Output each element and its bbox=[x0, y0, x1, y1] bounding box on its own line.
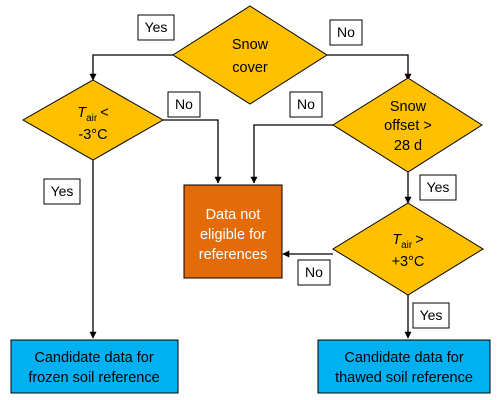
node-text: Tair< bbox=[77, 105, 108, 124]
tair-symbol: T bbox=[392, 232, 402, 248]
svg-text:Yes: Yes bbox=[51, 183, 74, 199]
node-text: cover bbox=[232, 60, 268, 76]
edge-snow-cover-to-snow-offset bbox=[327, 54, 412, 81]
node-text: Candidate data for bbox=[344, 350, 463, 366]
label-tair-high-no: No bbox=[297, 259, 331, 286]
decision-tair-above: Tair> +3°C bbox=[332, 202, 484, 296]
node-text: eligible for bbox=[200, 227, 266, 243]
decision-tair-below: Tair< -3°C bbox=[21, 79, 165, 161]
edge-labels: Yes No No No Yes Yes No Yes bbox=[43, 14, 457, 329]
tair-symbol: T bbox=[77, 105, 87, 121]
connectors bbox=[89, 54, 412, 339]
node-text: Data not bbox=[206, 207, 261, 223]
decision-snow-offset: Snow offset > 28 d bbox=[332, 77, 483, 173]
decision-diamond bbox=[172, 5, 328, 105]
node-text: Snow bbox=[232, 37, 269, 53]
svg-text:Yes: Yes bbox=[420, 307, 443, 323]
svg-text:No: No bbox=[305, 264, 323, 280]
label-tair-low-no: No bbox=[167, 91, 201, 118]
node-text: Candidate data for bbox=[34, 350, 153, 366]
node-text: offset > bbox=[384, 118, 432, 134]
terminal-frozen: Candidate data for frozen soil reference bbox=[10, 339, 179, 394]
node-text: -3°C bbox=[78, 127, 107, 143]
node-text: 28 d bbox=[394, 138, 422, 154]
terminal-box bbox=[10, 339, 179, 394]
decision-snow-cover: Snow cover bbox=[172, 5, 328, 105]
decision-diamond bbox=[332, 202, 484, 296]
terminal-thawed: Candidate data for thawed soil reference bbox=[317, 339, 491, 394]
label-snow-cover-yes: Yes bbox=[137, 14, 175, 41]
tair-operator: > bbox=[415, 232, 423, 248]
node-text: +3°C bbox=[392, 254, 425, 270]
label-tair-high-yes: Yes bbox=[412, 302, 450, 329]
node-text: Tair> bbox=[392, 232, 423, 251]
edge-snow-cover-to-tair-low bbox=[89, 54, 173, 81]
label-snow-offset-yes: Yes bbox=[419, 174, 457, 201]
decision-diamond bbox=[21, 79, 165, 161]
node-text: references bbox=[199, 247, 268, 263]
node-text: thawed soil reference bbox=[335, 370, 473, 386]
edge-tair-low-to-not-eligible bbox=[163, 119, 222, 184]
label-snow-offset-no: No bbox=[289, 91, 323, 118]
label-snow-cover-no: No bbox=[329, 19, 363, 46]
process-not-eligible: Data not eligible for references bbox=[183, 184, 283, 279]
node-text: frozen soil reference bbox=[28, 370, 159, 386]
decision-diamond bbox=[332, 77, 483, 173]
tair-subscript: air bbox=[401, 240, 413, 251]
svg-text:No: No bbox=[175, 96, 193, 112]
tair-subscript: air bbox=[86, 113, 98, 124]
svg-text:No: No bbox=[337, 24, 355, 40]
svg-text:No: No bbox=[297, 96, 315, 112]
tair-operator: < bbox=[100, 105, 108, 121]
label-tair-low-yes: Yes bbox=[43, 178, 81, 205]
svg-text:Yes: Yes bbox=[427, 179, 450, 195]
edge-snow-offset-to-not-eligible bbox=[250, 124, 333, 184]
svg-text:Yes: Yes bbox=[145, 19, 168, 35]
process-box bbox=[183, 184, 283, 279]
terminal-box bbox=[317, 339, 491, 394]
node-text: Snow bbox=[390, 99, 427, 115]
